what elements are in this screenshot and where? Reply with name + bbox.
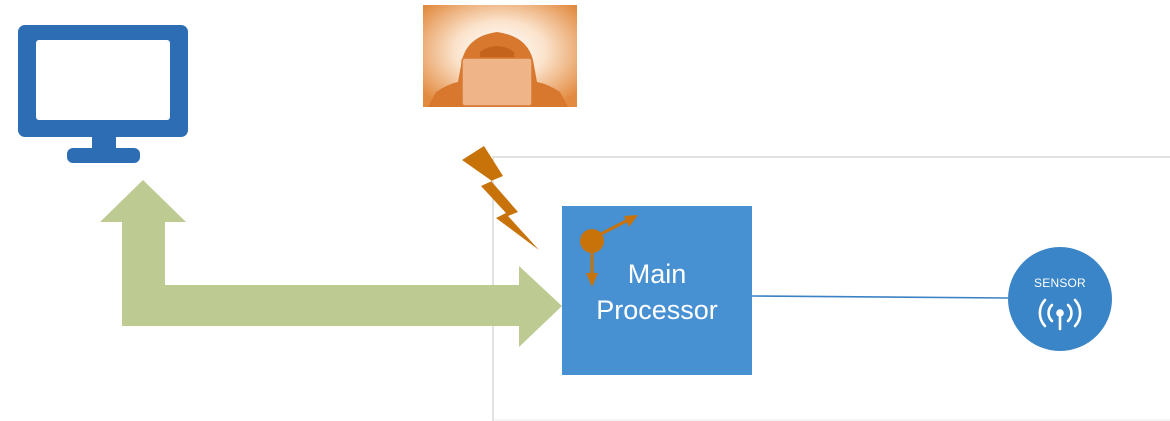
sensor-node xyxy=(1008,247,1112,351)
lightning-bolt-icon xyxy=(462,146,539,250)
monitor-icon xyxy=(18,25,188,163)
system-boundary xyxy=(492,156,1170,421)
wireless-signal-icon xyxy=(1038,298,1082,331)
hooded-hacker-icon xyxy=(423,5,577,107)
sensor-link-line xyxy=(751,295,1009,299)
pin-arrows-icon xyxy=(580,215,638,287)
bus-arrow xyxy=(100,180,562,347)
